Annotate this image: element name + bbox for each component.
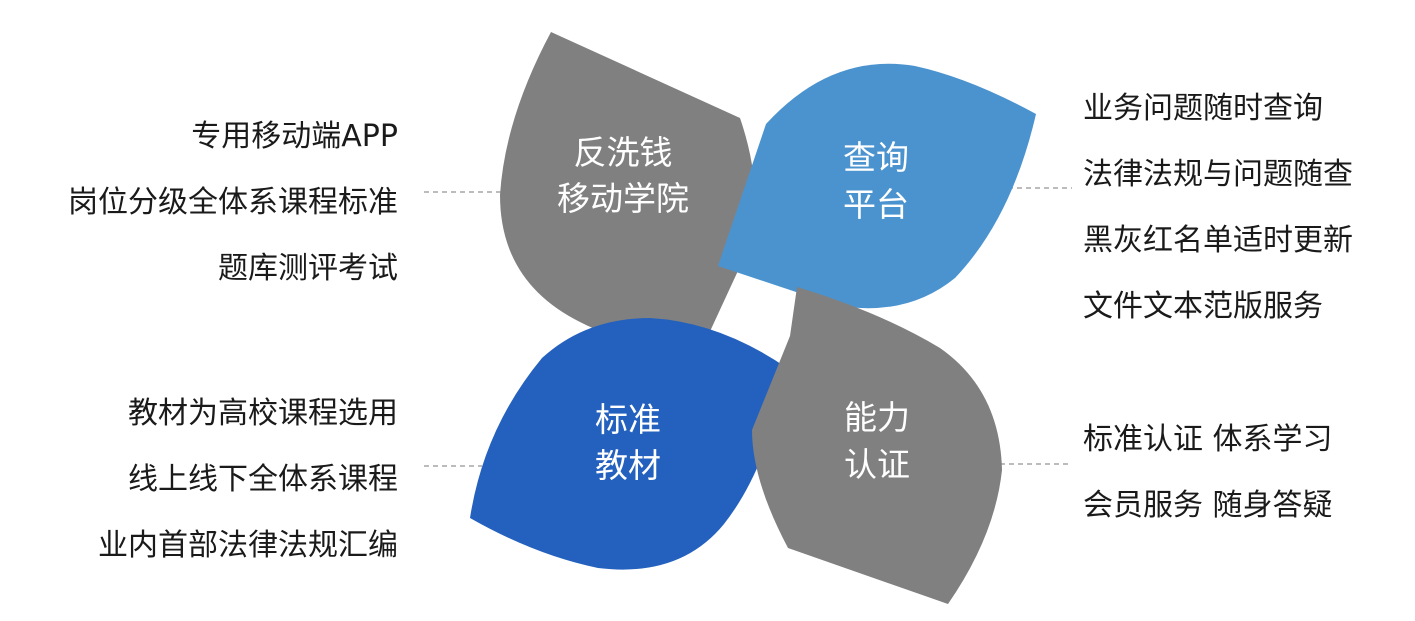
petal-top-left-line1: 反洗钱 bbox=[574, 133, 673, 172]
petal-bottom-left bbox=[470, 318, 787, 570]
petal-bottom-right bbox=[752, 287, 1002, 604]
petal-top-right-line2: 平台 bbox=[843, 185, 909, 224]
petal-top-left bbox=[500, 32, 755, 344]
list-item: 业内首部法律法规汇编 bbox=[98, 528, 398, 563]
list-item: 会员服务 随身答疑 bbox=[1083, 488, 1333, 523]
list-item: 业务问题随时查询 bbox=[1083, 91, 1323, 126]
petal-bottom-left-line2: 教材 bbox=[595, 446, 661, 485]
petal-bottom-left-line1: 标准 bbox=[595, 400, 661, 439]
list-item: 专用移动端APP bbox=[191, 119, 398, 154]
petal-bottom-right-line2: 认证 bbox=[844, 445, 910, 484]
list-item: 线上线下全体系课程 bbox=[128, 462, 398, 497]
list-top-left: 专用移动端APP 岗位分级全体系课程标准 题库测评考试 bbox=[68, 104, 398, 302]
list-item: 标准认证 体系学习 bbox=[1083, 422, 1333, 457]
list-item: 岗位分级全体系课程标准 bbox=[68, 185, 398, 220]
list-top-right: 业务问题随时查询 法律法规与问题随查 黑灰红名单适时更新 文件文本范版服务 bbox=[1083, 76, 1353, 340]
list-item: 法律法规与问题随查 bbox=[1083, 157, 1353, 192]
list-bottom-right: 标准认证 体系学习 会员服务 随身答疑 bbox=[1083, 407, 1333, 539]
list-bottom-left: 教材为高校课程选用 线上线下全体系课程 业内首部法律法规汇编 bbox=[98, 381, 398, 579]
petal-top-left-line2: 移动学院 bbox=[557, 179, 689, 218]
list-item: 题库测评考试 bbox=[218, 251, 398, 286]
list-item: 文件文本范版服务 bbox=[1083, 289, 1323, 324]
petal-top-right bbox=[718, 63, 1036, 309]
list-item: 教材为高校课程选用 bbox=[128, 396, 398, 431]
list-item: 黑灰红名单适时更新 bbox=[1083, 223, 1353, 258]
petal-bottom-right-line1: 能力 bbox=[844, 398, 910, 437]
petal-top-right-line1: 查询 bbox=[843, 138, 909, 177]
